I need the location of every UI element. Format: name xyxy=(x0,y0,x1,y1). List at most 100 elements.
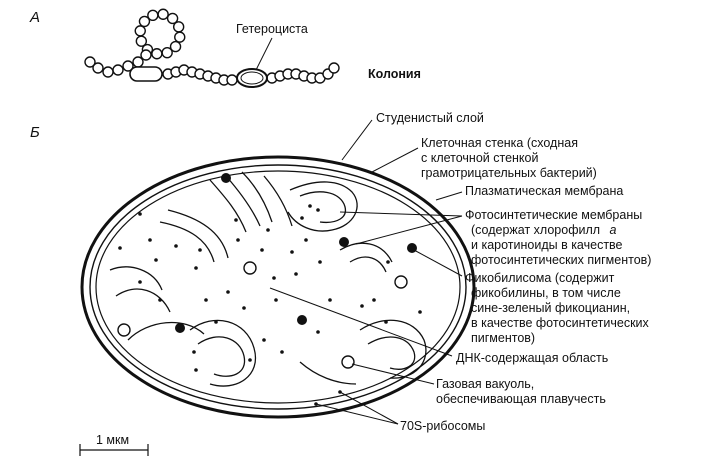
heterocyst-label: Гетероциста xyxy=(236,22,308,36)
ribosome xyxy=(174,244,178,248)
colony-cell xyxy=(102,66,114,78)
ribosome xyxy=(226,290,230,294)
colony-filament xyxy=(84,8,340,86)
colony-cell xyxy=(140,49,152,61)
phycobilisome-label-line-1: Фикобилисома (содержит xyxy=(465,271,615,285)
colony-cell xyxy=(92,62,104,74)
phycobilisome xyxy=(175,323,185,333)
ribosome xyxy=(384,320,388,324)
colony-cell xyxy=(135,35,148,47)
colony-cell xyxy=(138,15,151,28)
ribosome xyxy=(138,212,142,216)
section-a-letter: А xyxy=(29,9,40,26)
ribosome xyxy=(138,280,142,284)
cell-wall-outline xyxy=(89,164,467,410)
colony-cell xyxy=(151,48,163,60)
phycobilisome-label-line-4: в качестве фотосинтетических xyxy=(471,316,650,330)
capsule-outline xyxy=(80,155,476,419)
photosynthetic-membranes xyxy=(109,171,427,387)
phycobilisome xyxy=(221,173,231,183)
ribosome xyxy=(308,204,312,208)
ribosome xyxy=(300,216,304,220)
ribosome xyxy=(198,248,202,252)
cell-wall-label-line-1: Клеточная стенка (сходная xyxy=(421,136,578,150)
ribosome xyxy=(316,330,320,334)
ribosome xyxy=(372,298,376,302)
photosynthetic-membranes-label-line-1: Фотосинтетические мембраны xyxy=(465,208,642,222)
phycobilisome xyxy=(339,237,349,247)
plasma-membrane-outline xyxy=(95,170,461,404)
ribosome xyxy=(242,306,246,310)
gas-vacuole-label-line-1: Газовая вакуоль, xyxy=(436,377,534,391)
gas-vacuole xyxy=(243,261,257,275)
ribosome xyxy=(248,358,252,362)
ribosome xyxy=(328,298,332,302)
ribosome xyxy=(194,266,198,270)
phycobilisomes xyxy=(175,173,417,333)
gas-vacuoles xyxy=(117,261,408,369)
akinete-cell xyxy=(129,66,163,82)
ribosome xyxy=(290,250,294,254)
colony-cell xyxy=(132,56,144,68)
scale-bar xyxy=(79,444,149,456)
ribosome xyxy=(192,350,196,354)
phycobilisome-label-line-3: сине-зеленый фикоцианин, xyxy=(471,301,630,315)
ribosome xyxy=(214,320,218,324)
plasma-membrane-label: Плазматическая мембрана xyxy=(465,184,623,198)
dna-region-marker xyxy=(269,287,453,357)
ribosome xyxy=(118,246,122,250)
ribosome xyxy=(262,338,266,342)
ribosome xyxy=(158,298,162,302)
ribosomes xyxy=(118,204,422,406)
photosynthetic-membranes-label-line-3: и каротиноиды в качестве xyxy=(471,238,623,252)
ribosome xyxy=(318,260,322,264)
ribosome xyxy=(154,258,158,262)
cell-wall-label-line-2: с клеточной стенкой xyxy=(421,151,538,165)
ribosome xyxy=(274,298,278,302)
gas-vacuole xyxy=(341,355,355,369)
colony-label: Колония xyxy=(368,67,421,81)
phycobilisome-label-line-2: фикобилины, в том числе xyxy=(471,286,621,300)
section-b-letter: Б xyxy=(30,124,40,141)
ribosome xyxy=(260,248,264,252)
ribosome xyxy=(148,238,152,242)
colony-cell xyxy=(328,62,340,74)
ribosome xyxy=(236,238,240,242)
cell-wall-label-line-3: грамотрицательных бактерий) xyxy=(421,166,597,180)
ribosome xyxy=(418,310,422,314)
ribosome xyxy=(386,260,390,264)
ribosome xyxy=(266,228,270,232)
colony-cell xyxy=(174,31,186,43)
colony-cell xyxy=(172,21,185,33)
ribosome xyxy=(280,350,284,354)
ribosome xyxy=(316,208,320,212)
colony-cell xyxy=(157,8,169,20)
colony-cell xyxy=(112,64,124,76)
phycobilisome xyxy=(297,315,307,325)
ribosome xyxy=(360,304,364,308)
ribosome xyxy=(272,276,276,280)
cell-body xyxy=(80,155,476,419)
colony-cell xyxy=(226,74,238,86)
colony-cell xyxy=(161,46,173,59)
gas-vacuole-label-line-2: обеспечивающая плавучесть xyxy=(436,392,606,406)
colony-cell xyxy=(169,40,182,53)
chlorophyll-a-letter: а xyxy=(610,223,617,237)
colony-cell xyxy=(134,25,146,37)
ribosomes-label: 70S-рибосомы xyxy=(400,419,485,433)
phycobilisome xyxy=(407,243,417,253)
colony-special-cells xyxy=(129,66,268,88)
heterocyst-inner-ring xyxy=(240,71,264,85)
colony-cell xyxy=(166,12,179,25)
ribosome xyxy=(294,272,298,276)
photosynthetic-membranes-label-line-2: (содержат хлорофилл а xyxy=(471,223,617,237)
ribosome xyxy=(194,368,198,372)
gas-vacuole xyxy=(117,323,131,337)
photosynthetic-membranes-label-line-4: фотосинтетических пигментов) xyxy=(471,253,651,267)
gas-vacuole xyxy=(394,275,408,289)
scale-bar-label: 1 мкм xyxy=(96,433,129,447)
dna-region-label: ДНК-содержащая область xyxy=(456,351,608,365)
phycobilisome-label-line-5: пигментов) xyxy=(471,331,535,345)
colony-cell xyxy=(122,60,134,72)
